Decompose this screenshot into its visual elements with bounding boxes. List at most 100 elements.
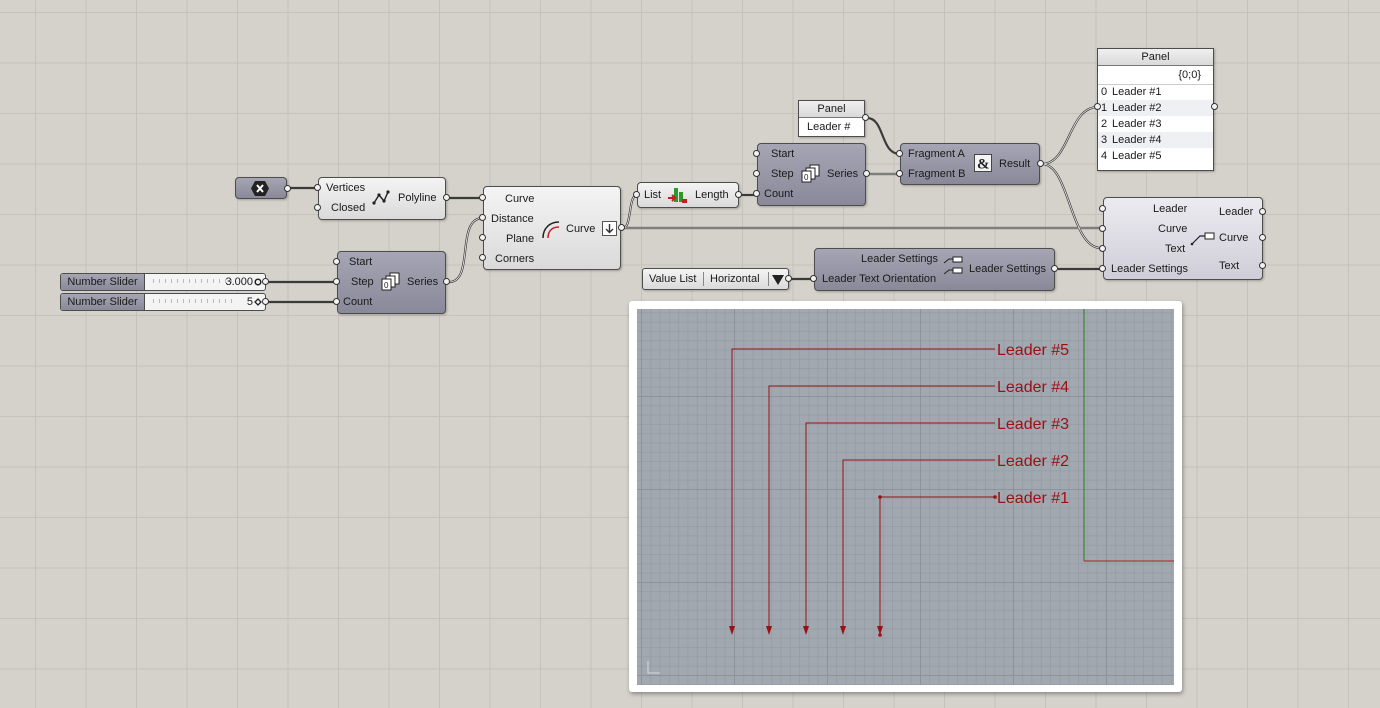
list-item[interactable]: 1 Leader #2	[1098, 100, 1213, 116]
list-item[interactable]: 0 Leader #1	[1098, 84, 1213, 100]
settings-input-leader-settings[interactable]: Leader Settings	[861, 253, 939, 265]
grip[interactable]	[753, 190, 760, 197]
grip[interactable]	[443, 194, 450, 201]
grip[interactable]	[1099, 225, 1106, 232]
grip[interactable]	[862, 114, 869, 121]
grip[interactable]	[333, 298, 340, 305]
series-input-step[interactable]: Step	[351, 276, 374, 288]
grip[interactable]	[1259, 234, 1266, 241]
value-list-component[interactable]: Value List Horizontal	[642, 268, 789, 290]
leader-component[interactable]: Leader Curve Text Leader Settings Leader…	[1103, 197, 1263, 280]
curve-output[interactable]: Curve	[566, 223, 596, 235]
grip[interactable]	[479, 234, 486, 241]
grip[interactable]	[785, 275, 792, 282]
viewport-screen[interactable]: Leader #5 Leader #4 Leader #3 Leader #2 …	[637, 309, 1174, 685]
leader-output-text[interactable]: Text	[1219, 260, 1240, 272]
curve-input-distance[interactable]: Distance	[491, 213, 534, 225]
grip[interactable]	[896, 150, 903, 157]
grip[interactable]	[753, 170, 760, 177]
grip[interactable]	[1259, 262, 1266, 269]
grip[interactable]	[314, 184, 321, 191]
slider-diamond-icon[interactable]	[254, 298, 262, 306]
leader-input-text[interactable]: Text	[1165, 243, 1186, 255]
grip[interactable]	[633, 191, 640, 198]
leader-output-curve[interactable]: Curve	[1219, 232, 1249, 244]
leader-input-leader[interactable]: Leader	[1153, 203, 1188, 215]
slider-track[interactable]	[153, 279, 235, 283]
grip[interactable]	[1051, 265, 1058, 272]
grip[interactable]	[1099, 265, 1106, 272]
grip[interactable]	[262, 298, 269, 305]
length-output[interactable]: Length	[695, 189, 729, 201]
series-input-count[interactable]: Count	[764, 188, 794, 200]
grip[interactable]	[479, 194, 486, 201]
rhino-viewport[interactable]: Leader #5 Leader #4 Leader #3 Leader #2 …	[629, 301, 1182, 692]
slider-circle-icon[interactable]	[254, 278, 262, 286]
grip[interactable]	[479, 214, 486, 221]
value-list-selected[interactable]: Horizontal	[710, 273, 760, 285]
grip[interactable]	[1037, 160, 1044, 167]
grip[interactable]	[1211, 103, 1218, 110]
grip[interactable]	[896, 170, 903, 177]
concat-output-result[interactable]: Result	[999, 158, 1031, 170]
panel-content[interactable]: Leader #	[807, 121, 851, 133]
leader-input-curve[interactable]: Curve	[1158, 223, 1188, 235]
curve-input-curve[interactable]: Curve	[505, 193, 535, 205]
slider-track[interactable]	[153, 299, 235, 303]
series-component-1[interactable]: Start Step Count 0 Series	[337, 251, 446, 314]
concatenate-component[interactable]: Fragment A Fragment B & Result	[900, 143, 1040, 185]
series-component-2[interactable]: Start Step Count 0 Series	[757, 143, 866, 206]
grip[interactable]	[333, 258, 340, 265]
arrow-down-icon[interactable]	[602, 221, 617, 236]
grip[interactable]	[735, 191, 742, 198]
curve-input-plane[interactable]: Plane	[506, 233, 535, 245]
series-input-start[interactable]: Start	[349, 256, 373, 268]
close-x-icon	[251, 181, 269, 196]
panel-results[interactable]: Panel {0;0} 0 Leader #1 1 Leader #2 2 Le…	[1097, 48, 1214, 171]
polyline-input-vertices[interactable]: Vertices	[326, 182, 366, 194]
polyline-component[interactable]: Vertices Closed Polyline	[318, 177, 446, 220]
grip[interactable]	[443, 278, 450, 285]
leader-input-settings[interactable]: Leader Settings	[1111, 263, 1189, 275]
grip[interactable]	[810, 275, 817, 282]
leader-output-leader[interactable]: Leader	[1219, 206, 1254, 218]
series-input-count[interactable]: Count	[343, 296, 373, 308]
grip[interactable]	[863, 170, 870, 177]
number-slider-count[interactable]: Number Slider 5	[60, 293, 266, 311]
list-item[interactable]: 2 Leader #3	[1098, 116, 1213, 132]
polyline-output[interactable]: Polyline	[398, 192, 437, 204]
grip[interactable]	[1099, 245, 1106, 252]
grip[interactable]	[1099, 205, 1106, 212]
settings-output[interactable]: Leader Settings	[969, 263, 1047, 275]
list-length-component[interactable]: List Length	[637, 182, 739, 208]
concat-input-fragment-b[interactable]: Fragment B	[908, 168, 966, 180]
wire-result-panel	[1041, 105, 1099, 166]
number-slider-step[interactable]: Number Slider 3.000	[60, 273, 266, 291]
grip[interactable]	[753, 150, 760, 157]
grip[interactable]	[262, 278, 269, 285]
panel-leader-prefix[interactable]: Panel Leader #	[798, 100, 865, 137]
series-input-start[interactable]: Start	[771, 148, 795, 160]
series-output[interactable]: Series	[827, 168, 859, 180]
grip[interactable]	[618, 224, 625, 231]
grip[interactable]	[479, 254, 486, 261]
grip[interactable]	[1094, 103, 1101, 110]
toggle-output-grip[interactable]	[284, 185, 291, 192]
settings-input-text-orientation[interactable]: Leader Text Orientation	[822, 273, 937, 285]
length-input-list[interactable]: List	[644, 189, 662, 201]
curve-input-corners[interactable]: Corners	[495, 253, 535, 265]
leader-settings-component[interactable]: Leader Settings Leader Text Orientation …	[814, 248, 1055, 291]
grip[interactable]	[314, 204, 321, 211]
slider-name: Number Slider	[61, 274, 145, 290]
series-input-step[interactable]: Step	[771, 168, 794, 180]
polyline-input-closed[interactable]: Closed	[331, 202, 366, 214]
series-output[interactable]: Series	[407, 276, 439, 288]
boolean-toggle[interactable]	[235, 177, 287, 199]
offset-curve-component[interactable]: Curve Distance Plane Corners Curve	[483, 186, 621, 270]
list-item[interactable]: 3 Leader #4	[1098, 132, 1213, 148]
list-item[interactable]: 4 Leader #5	[1098, 148, 1213, 164]
dropdown-triangle-icon[interactable]	[771, 274, 785, 286]
grip[interactable]	[333, 278, 340, 285]
concat-input-fragment-a[interactable]: Fragment A	[908, 148, 965, 160]
grip[interactable]	[1259, 208, 1266, 215]
